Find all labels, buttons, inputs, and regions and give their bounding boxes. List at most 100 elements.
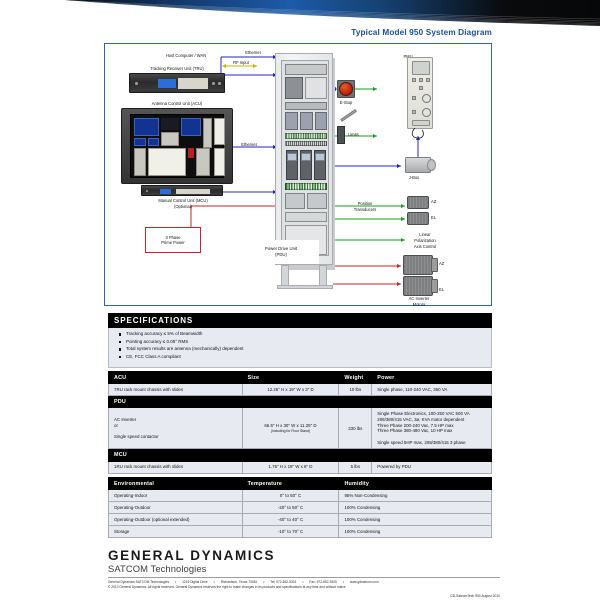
mcu-header-row: MCU: [108, 448, 492, 462]
label-motor-el: EL: [439, 287, 445, 292]
equipment-specs-table: ACU Size Weight Power 7RU rack mount cha…: [108, 370, 492, 474]
label-pdu-line1: Power Drive Unit: [264, 246, 298, 252]
footer-separator: •: [302, 580, 304, 585]
mcu-power-header: [371, 448, 492, 462]
table-row: 1RU rack mount chassis with slides 1.75"…: [108, 460, 492, 474]
specifications-section: SPECIFICATIONS Tracking accuracy ≤ 5% of…: [108, 313, 492, 369]
prime-power-box: 3 Phase Prime Power: [145, 227, 201, 253]
transducer-el-device: [407, 212, 429, 225]
label-tracking-receiver-unit: Tracking Receiver Unit (TRU): [150, 66, 204, 71]
ac-inverter-motor-az-cap: [431, 258, 438, 272]
antenna-control-unit-device: [121, 108, 233, 184]
spec-item: Total system results are antenna (mechan…: [119, 346, 485, 352]
env-temperature: -10° to 70° C: [241, 525, 340, 539]
env-header-cell: Environmental: [108, 476, 243, 491]
specifications-body: Tracking accuracy ≤ 5% of Beamwidth Poin…: [108, 328, 492, 369]
pmu-device: [407, 57, 433, 129]
label-transducer-az: AZ: [431, 199, 437, 204]
ac-inverter-motor-az: [403, 255, 433, 275]
cabinet-base: [277, 285, 333, 289]
acu-size-header: Size: [241, 370, 340, 385]
footer-divider: [108, 576, 500, 578]
label-rf-input: RF Input: [233, 60, 249, 65]
acu-item: 7RU rack mount chassis with slides: [108, 383, 243, 397]
system-diagram-panel: Host Computer / WAN Ethernet Tracking Re…: [104, 43, 492, 307]
page-title: Typical Model 950 System Diagram: [351, 28, 492, 37]
environmental-header-row: Environmental Temperature Humidity: [108, 476, 492, 491]
limit-switch-body: [337, 126, 345, 144]
label-antenna-control-unit: Antenna Control Unit (ACU): [151, 101, 203, 106]
label-prime-power-line2: Prime Power: [161, 240, 185, 245]
acu-power-header: Power: [371, 370, 492, 385]
footer-copyright-line: © 2010 General Dynamics. All rights rese…: [108, 584, 346, 589]
pdu-power: Single Phase Electronics, 100-250 VAC 50…: [371, 407, 492, 450]
table-row: Operating-Outdoor (optional extended) -4…: [108, 513, 492, 527]
spec-item: Tracking accuracy ≤ 5% of Beamwidth: [119, 331, 485, 337]
env-humidity-header: Humidity: [338, 476, 492, 491]
ac-inverter-motor-el: [403, 276, 433, 296]
pdu-power-header: [371, 395, 492, 409]
spec-item: Pointing accuracy ≤ 0.05° RMS: [119, 339, 485, 345]
env-condition: Operating-Outdoor (optional extended): [108, 513, 243, 527]
label-manual-control-unit: Manual Control Unit (MCU): [158, 198, 208, 203]
label-pdu-line2: (PDU): [275, 252, 287, 257]
acu-header-cell: ACU: [108, 370, 243, 385]
e-stop-button[interactable]: [339, 82, 353, 96]
footer-city: Richardson, Texas 75081: [220, 580, 258, 585]
transducer-az-device: [407, 196, 429, 209]
label-limits: Limits: [348, 132, 359, 137]
mcu-weight-header: [338, 448, 373, 462]
label-transducer-el: EL: [431, 215, 437, 220]
env-condition: Storage: [108, 525, 243, 539]
pdu-size-note: (including for Floor Stand): [270, 429, 310, 434]
footer-website[interactable]: www.gdsatcom.com: [349, 580, 379, 585]
env-condition: Operating-Indoor: [108, 489, 243, 503]
specifications-list: Tracking accuracy ≤ 5% of Beamwidth Poin…: [119, 331, 485, 360]
acu-weight: 10 lbs: [338, 383, 373, 397]
company-logo: GENERAL DYNAMICS: [108, 548, 276, 563]
pdu-weight-header: [338, 395, 373, 409]
env-humidity: 100% Condensing: [338, 525, 492, 539]
header-band: [0, 0, 600, 30]
ac-inverter-motor-el-cap: [431, 279, 438, 293]
footer-separator: •: [213, 580, 215, 585]
label-ethernet-mid: Ethernet: [241, 142, 257, 147]
label-manual-control-unit-optional: (Optional): [174, 204, 192, 209]
cabinet-leg-left: [281, 265, 289, 287]
page-footer: GENERAL DYNAMICS SATCOM Technologies Gen…: [108, 549, 500, 598]
tracking-receiver-unit-device: [129, 73, 225, 93]
label-position-transducers-line2: Transducers: [353, 207, 377, 212]
j-box-connector: [427, 159, 436, 171]
cabinet-leg-right: [319, 265, 327, 287]
pdu-weight: 230 lbs: [338, 407, 373, 450]
env-temperature: -20° to 50° C: [241, 501, 340, 515]
acu-header-row: ACU Size Weight Power: [108, 370, 492, 385]
limit-switch-arm: [340, 109, 357, 122]
label-ac-inverter-line2: Motors: [412, 302, 426, 307]
table-row: Storage -10° to 70° C 100% Condensing: [108, 525, 492, 539]
pdu-item: AC Inverter or Single speed contactor: [108, 407, 243, 450]
mcu-header-cell: MCU: [108, 448, 243, 462]
env-humidity: 100% Condensing: [338, 513, 492, 527]
footer-fax: Fax: 972-852-5305: [309, 580, 337, 585]
mcu-size-header: [241, 448, 340, 462]
label-linear-pol-line2: Polarization: [414, 238, 436, 243]
env-humidity: 100% Condensing: [338, 501, 492, 515]
label-motor-az: AZ: [439, 261, 445, 266]
mcu-power: Powered by PDU: [371, 460, 492, 474]
label-pmu: PMU: [393, 54, 423, 59]
footer-separator: •: [175, 580, 177, 585]
footer-contact-line: General Dynamics SATCOM Technologies • 1…: [108, 580, 500, 585]
manual-control-unit-device: [141, 185, 223, 196]
env-temperature: -40° to 40° C: [241, 513, 340, 527]
power-drive-unit-label-box: Power Drive Unit (PDU): [243, 240, 319, 264]
footer-street: 1219 Digital Drive: [182, 580, 208, 585]
env-temperature: 0° to 50° C: [241, 489, 340, 503]
pdu-size-cell: 66.5" H x 30" W x 11.25" D (including fo…: [241, 407, 340, 450]
env-humidity: 95% Non-Condensing: [338, 489, 492, 503]
acu-size: 12.25" H x 19" W x 3" D: [241, 383, 340, 397]
footer-separator: •: [342, 580, 344, 585]
mcu-weight: 5 lbs: [338, 460, 373, 474]
label-j-box: J-Box: [408, 175, 420, 180]
